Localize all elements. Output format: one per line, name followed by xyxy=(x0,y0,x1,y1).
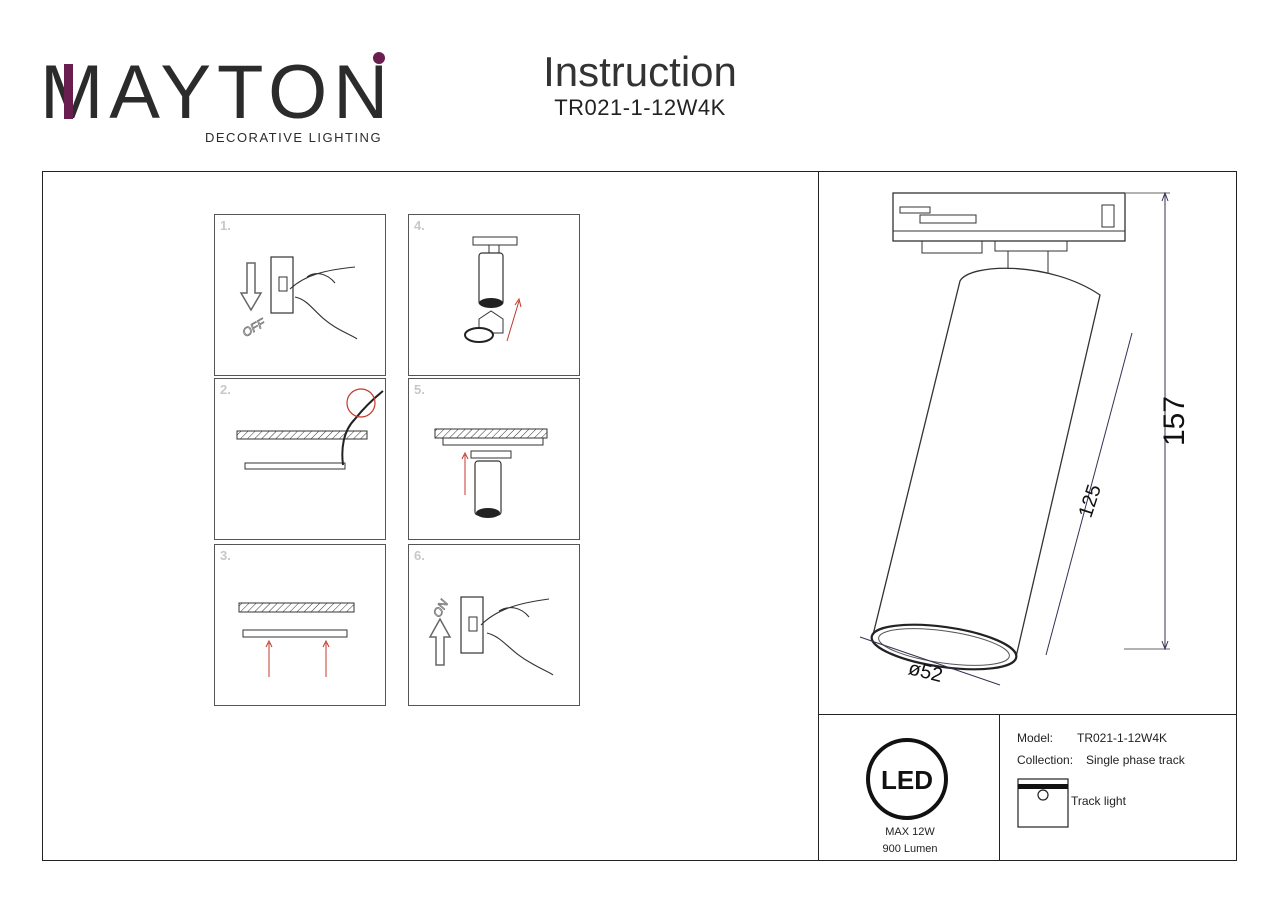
logo-wordmark: MAYTONI xyxy=(40,50,400,135)
step-3-illustration xyxy=(238,602,355,677)
step-number: 6. xyxy=(414,548,425,563)
step-4-panel: 4. xyxy=(408,214,580,376)
height-dimension-label: 157 xyxy=(1158,396,1191,446)
step-1-illustration: OFF xyxy=(239,256,358,340)
switch-on-label: ON xyxy=(430,597,451,620)
maytoni-logo: MAYTONI DECORATIVE LIGHTING xyxy=(40,50,400,145)
page-title: Instruction xyxy=(543,48,737,95)
connector-highlight-icon xyxy=(346,388,376,418)
spotlight-opening xyxy=(479,298,503,308)
step-2-illustration xyxy=(236,388,384,470)
cylinder-body-drawing xyxy=(871,267,1101,658)
technical-drawing: 157 125 ø52 xyxy=(859,191,1191,687)
step-4-illustration xyxy=(464,236,522,343)
step-3-panel: 3. xyxy=(214,544,386,706)
step-5-illustration xyxy=(434,428,548,518)
step-number: 1. xyxy=(220,218,231,233)
track-rail-icon xyxy=(242,629,348,638)
diameter-dimension-line xyxy=(859,636,1001,686)
up-arrow-icon xyxy=(506,300,520,342)
ceiling-icon xyxy=(434,428,548,439)
frame-divider-horizontal xyxy=(818,714,1237,715)
collection-value: Single phase track xyxy=(1086,753,1185,767)
cable-icon xyxy=(341,390,384,466)
adapter-icon xyxy=(472,236,518,246)
lumen-rating: 900 Lumen xyxy=(882,843,938,855)
step-number: 5. xyxy=(414,382,425,397)
length-dimension-line xyxy=(1045,332,1133,656)
step-number: 2. xyxy=(220,382,231,397)
power-rating: MAX 12W xyxy=(885,826,935,838)
spotlight-body-icon xyxy=(474,460,502,516)
logo-accent-bar xyxy=(64,64,73,119)
ceiling-icon xyxy=(236,430,368,440)
track-rail-icon xyxy=(244,462,346,470)
step-1-panel: 1. OFF xyxy=(214,214,386,376)
step-5-panel: 5. xyxy=(408,378,580,540)
frame-divider-vertical xyxy=(818,171,819,861)
down-arrow-icon xyxy=(239,262,263,312)
led-badge-label: LED xyxy=(881,765,933,795)
length-dimension-label: 125 xyxy=(1075,482,1106,521)
type-label: Track light xyxy=(1071,794,1126,808)
track-adapter-drawing xyxy=(892,192,1126,242)
cylinder-opening-drawing xyxy=(870,623,1018,671)
power-spec: MAX 12W 900 Lumen xyxy=(820,824,1000,858)
switch-rocker xyxy=(468,616,478,632)
led-badge-icon: LED xyxy=(866,738,948,820)
instruction-frame xyxy=(42,171,1237,861)
logo-dot xyxy=(373,52,385,64)
spec-divider xyxy=(999,714,1000,861)
step-number: 3. xyxy=(220,548,231,563)
track-light-icon xyxy=(1017,778,1069,828)
switch-off-label: OFF xyxy=(240,315,268,339)
hand-icon xyxy=(289,266,358,340)
step-6-illustration: ON xyxy=(428,596,554,676)
step-number: 4. xyxy=(414,218,425,233)
model-value: TR021-1-12W4K xyxy=(1077,731,1168,745)
model-code: TR021-1-12W4K xyxy=(554,95,726,120)
arrow-head xyxy=(265,639,273,648)
adapter-icon xyxy=(470,450,512,459)
track-rail-icon xyxy=(442,437,544,446)
spotlight-body-icon xyxy=(478,252,504,306)
hand-icon xyxy=(480,598,554,676)
step-6-panel: 6. ON xyxy=(408,544,580,706)
step-2-panel: 2. xyxy=(214,378,386,540)
logo-tagline: DECORATIVE LIGHTING xyxy=(205,130,382,145)
switch-rocker xyxy=(278,276,288,292)
ceiling-icon xyxy=(238,602,355,613)
up-arrow-icon xyxy=(428,617,452,666)
collection-label: Collection: xyxy=(1017,753,1074,767)
arrow-head xyxy=(322,639,330,648)
model-label: Model: xyxy=(1017,731,1054,745)
